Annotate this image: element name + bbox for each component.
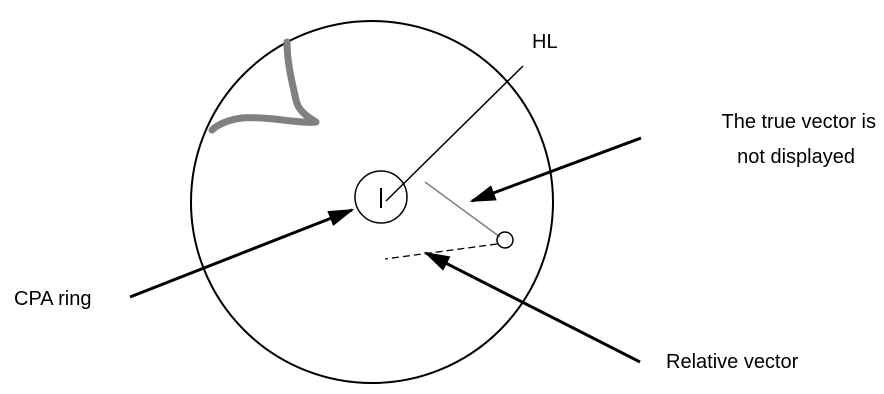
target-echo bbox=[496, 231, 514, 249]
relative-vector-label: Relative vector bbox=[666, 351, 799, 373]
true-vector-label-line2: not displayed bbox=[737, 146, 855, 168]
cpa-ring bbox=[354, 170, 408, 224]
heading-line bbox=[385, 65, 524, 202]
cpa-ring-label: CPA ring bbox=[14, 288, 91, 310]
true-vector-arrow bbox=[469, 136, 642, 203]
relative-vector-arrow bbox=[423, 251, 641, 364]
relative-vector-line bbox=[384, 243, 498, 260]
target-track-line bbox=[424, 181, 501, 238]
heading-line-label: HL bbox=[532, 31, 558, 53]
cpa-ring-arrow bbox=[129, 208, 355, 299]
true-vector-label-line1: The true vector is bbox=[721, 111, 876, 133]
radar-display-circle bbox=[190, 20, 554, 384]
coastline-echo bbox=[208, 38, 320, 134]
